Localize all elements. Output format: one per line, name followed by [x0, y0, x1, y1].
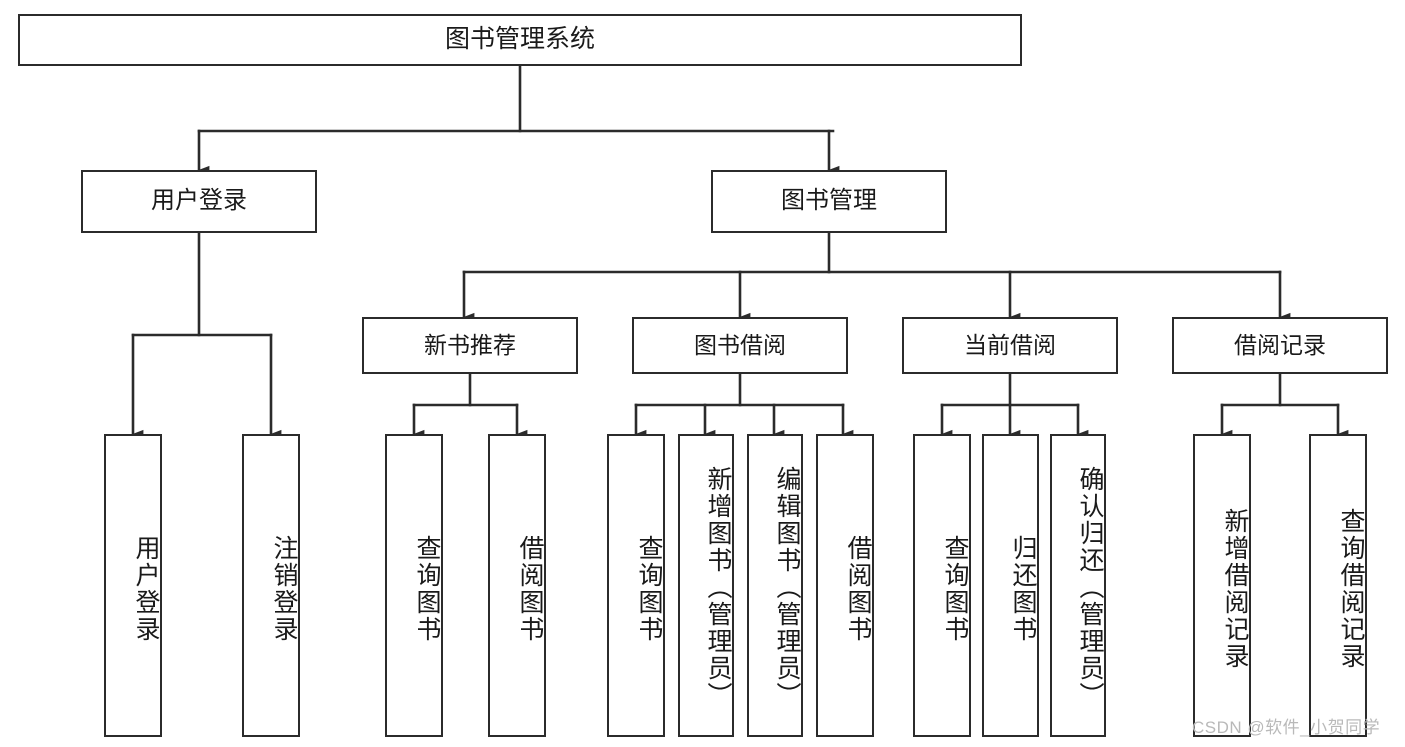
node-label: 确认归还（管理员）: [1076, 466, 1104, 709]
node-label: 用户登录: [151, 187, 247, 215]
node-label: 用户登录: [132, 534, 160, 643]
node-label: 新书推荐: [424, 331, 516, 358]
node-label: 注销登录: [270, 534, 298, 643]
node-current-borrowing[interactable]: 当前借阅: [902, 317, 1118, 374]
node-label: 编辑图书（管理员）: [773, 466, 801, 709]
node-label: 图书管理系统: [444, 25, 595, 54]
node-label: 新增图书（管理员）: [704, 466, 732, 709]
leaf-query-borrowing-record[interactable]: 查询借阅记录: [1309, 434, 1367, 737]
leaf-query-books-current[interactable]: 查询图书: [913, 434, 971, 737]
node-label: 查询图书: [635, 534, 663, 643]
node-label: 查询借阅记录: [1337, 507, 1365, 670]
leaf-return-books[interactable]: 归还图书: [982, 434, 1039, 737]
leaf-add-book-admin[interactable]: 新增图书（管理员）: [678, 434, 734, 737]
leaf-edit-book-admin[interactable]: 编辑图书（管理员）: [747, 434, 803, 737]
leaf-borrow-books-borrowing[interactable]: 借阅图书: [816, 434, 874, 737]
node-book-management[interactable]: 图书管理: [711, 170, 947, 233]
node-label: 新增借阅记录: [1221, 507, 1249, 670]
leaf-query-books-borrowing[interactable]: 查询图书: [607, 434, 665, 737]
node-label: 归还图书: [1009, 534, 1037, 643]
leaf-add-borrowing-record[interactable]: 新增借阅记录: [1193, 434, 1251, 737]
node-label: 借阅记录: [1234, 331, 1326, 358]
node-label: 图书借阅: [694, 331, 786, 358]
node-label: 借阅图书: [516, 534, 544, 643]
node-label: 图书管理: [781, 187, 877, 215]
node-label: 查询图书: [941, 534, 969, 643]
node-root-book-management-system[interactable]: 图书管理系统: [18, 14, 1022, 66]
csdn-watermark: CSDN @软件_小贺同学: [1192, 718, 1381, 737]
node-new-book-recommendation[interactable]: 新书推荐: [362, 317, 578, 374]
node-book-borrowing[interactable]: 图书借阅: [632, 317, 848, 374]
leaf-query-books-recommendation[interactable]: 查询图书: [385, 434, 443, 737]
leaf-confirm-return-admin[interactable]: 确认归还（管理员）: [1050, 434, 1106, 737]
node-label: 借阅图书: [844, 534, 872, 643]
node-label: 当前借阅: [964, 331, 1056, 358]
leaf-logout[interactable]: 注销登录: [242, 434, 300, 737]
leaf-borrow-books-recommendation[interactable]: 借阅图书: [488, 434, 546, 737]
node-borrowing-records[interactable]: 借阅记录: [1172, 317, 1388, 374]
node-user-login[interactable]: 用户登录: [81, 170, 317, 233]
node-label: 查询图书: [413, 534, 441, 643]
leaf-user-login[interactable]: 用户登录: [104, 434, 162, 737]
